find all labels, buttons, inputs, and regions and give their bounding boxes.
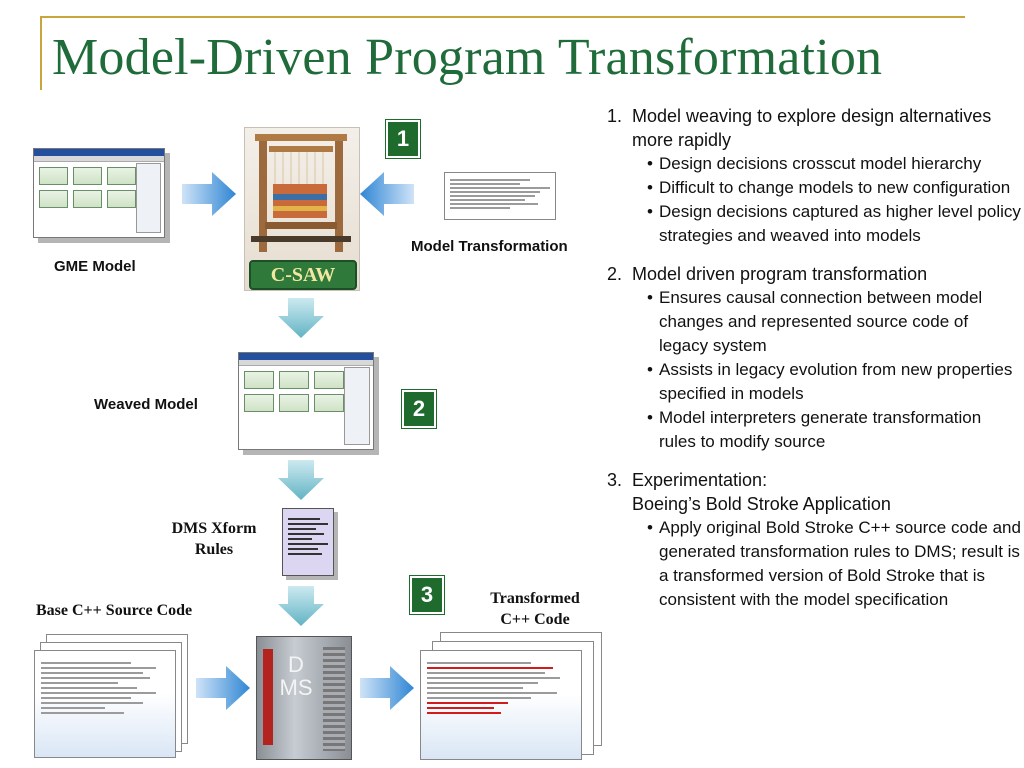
step-3-badge: 3 (409, 575, 445, 615)
bullet-list: 1. Model weaving to explore design altern… (607, 104, 1021, 626)
csaw-logo: C-SAW (249, 260, 357, 290)
title-rule-left (40, 16, 42, 90)
arrow-right-icon (196, 666, 250, 710)
sub-bullet: Model interpreters generate transformati… (647, 406, 1021, 454)
arrow-down-icon (278, 586, 324, 626)
transformed-code-label: Transformed C++ Code (490, 590, 580, 628)
sub-bullet: Assists in legacy evolution from new pro… (647, 358, 1021, 406)
step-1-badge: 1 (385, 119, 421, 159)
title-rule-top (40, 16, 965, 18)
bullet-section-2: 2. Model driven program transformation En… (607, 262, 1021, 454)
bullet-heading: Experimentation: (632, 470, 768, 490)
base-source-page (34, 650, 176, 758)
weaved-model-screenshot (238, 352, 374, 450)
step-2-badge: 2 (401, 389, 437, 429)
bullet-section-1: 1. Model weaving to explore design altern… (607, 104, 1021, 248)
sub-bullet: Apply original Bold Stroke C++ source co… (647, 516, 1021, 612)
model-transformation-label: Model Transformation (411, 238, 568, 255)
sub-bullet: Difficult to change models to new config… (647, 176, 1021, 200)
sub-bullet: Design decisions crosscut model hierarch… (647, 152, 1021, 176)
dms-rules-label: DMS Xform Rules (171, 520, 257, 558)
arrow-down-icon (278, 298, 324, 338)
bullet-heading-line2: Boeing’s Bold Stroke Application (632, 494, 891, 514)
sub-bullet: Design decisions captured as higher leve… (647, 200, 1021, 248)
bullet-heading: Model weaving to explore design alternat… (632, 106, 992, 150)
dms-rules-document (282, 508, 334, 576)
bullet-number: 2. (607, 264, 623, 284)
base-source-label: Base C++ Source Code (36, 602, 193, 619)
gme-model-screenshot (33, 148, 165, 238)
dms-machine-image: DMS (256, 636, 352, 760)
model-transformation-code (444, 172, 556, 220)
weaved-model-label: Weaved Model (94, 396, 198, 413)
arrow-right-icon (182, 172, 236, 216)
bullet-number: 3. (607, 470, 623, 490)
gme-model-label: GME Model (54, 258, 136, 275)
transformed-page (420, 650, 582, 760)
arrow-right-icon (360, 666, 414, 710)
slide-title: Model-Driven Program Transformation (52, 29, 883, 86)
arrow-left-icon (360, 172, 414, 216)
bullet-heading: Model driven program transformation (632, 264, 928, 284)
arrow-down-icon (278, 460, 324, 500)
csaw-loom-image: C-SAW (244, 127, 360, 291)
dms-machine-label: DMS (279, 652, 313, 700)
bullet-section-3: 3. Experimentation: Boeing’s Bold Stroke … (607, 468, 1021, 612)
bullet-number: 1. (607, 106, 623, 126)
sub-bullet: Ensures causal connection between model … (647, 286, 1021, 358)
